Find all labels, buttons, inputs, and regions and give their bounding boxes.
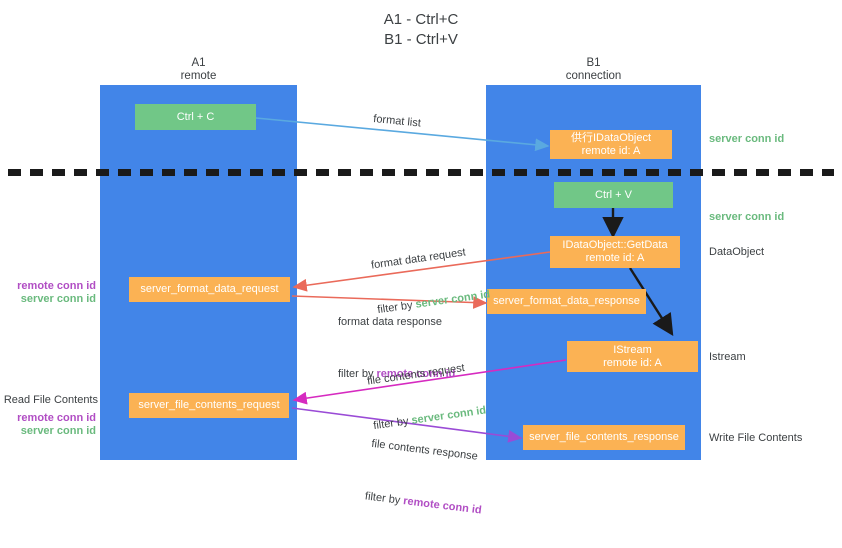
node-server-file-contents-response-label: server_file_contents_response bbox=[529, 431, 679, 443]
node-istream[interactable]: IStream remote id: A bbox=[567, 341, 698, 372]
edge-label-file-contents-request-line1: file contents request bbox=[366, 361, 466, 388]
node-getdata[interactable]: IDataObject::GetData remote id: A bbox=[550, 236, 680, 268]
node-getdata-line2: remote id: A bbox=[585, 252, 645, 264]
annotation-read-server-conn-id: server conn id bbox=[20, 425, 96, 437]
lane-a1-header: A1 remote bbox=[180, 57, 217, 82]
annotation-istream: Istream bbox=[709, 351, 746, 363]
node-server-file-contents-request-label: server_file_contents_request bbox=[138, 399, 280, 411]
annotation-server-conn-id-top: server conn id bbox=[709, 133, 785, 145]
annotation-dataobject: DataObject bbox=[709, 246, 765, 258]
annotation-read-file-contents: Read File Contents bbox=[3, 394, 98, 406]
edge-label-format-data-response-line2: filter by remote conn id bbox=[338, 368, 456, 380]
node-ctrl-c-line1: Ctrl + C bbox=[176, 110, 215, 123]
page-title: A1 - Ctrl+C B1 - Ctrl+V bbox=[383, 11, 459, 48]
node-idataobject-line1: 供行IDataObject bbox=[570, 131, 652, 144]
diagram-canvas: A1 - Ctrl+C B1 - Ctrl+V A1 remote B1 con… bbox=[3, 11, 834, 517]
trust-boundary-divider bbox=[8, 169, 834, 176]
edge-label-format-data-response: format data response filter by remote co… bbox=[338, 285, 455, 412]
node-ctrl-c[interactable]: Ctrl + C bbox=[135, 104, 256, 130]
annotation-read-remote-conn-id: remote conn id bbox=[17, 412, 96, 424]
edge-label-format-list: format list bbox=[372, 112, 422, 130]
node-ctrl-v-line1: Ctrl + V bbox=[595, 188, 632, 201]
edge-label-format-data-request-line1: format data request bbox=[370, 246, 467, 272]
node-server-file-contents-response[interactable]: server_file_contents_response bbox=[523, 425, 685, 450]
node-idataobject-line2: remote id: A bbox=[581, 144, 641, 157]
lane-b1-header: B1 connection bbox=[565, 57, 622, 82]
node-server-format-data-request[interactable]: server_format_data_request bbox=[129, 277, 290, 302]
node-idataobject[interactable]: 供行IDataObject remote id: A bbox=[550, 130, 672, 159]
node-server-format-data-request-label: server_format_data_request bbox=[140, 283, 279, 295]
edge-label-file-contents-response: file contents response filter by remote … bbox=[360, 407, 492, 548]
annotation-write-file-contents: Write File Contents bbox=[709, 432, 803, 444]
annotation-mid-remote-conn-id: remote conn id bbox=[17, 280, 96, 292]
node-ctrl-v[interactable]: Ctrl + V bbox=[554, 182, 673, 208]
edge-label-file-contents-response-line1: file contents response bbox=[370, 437, 479, 463]
node-server-format-data-response[interactable]: server_format_data_response bbox=[487, 289, 646, 314]
annotation-mid-server-conn-id: server conn id bbox=[20, 293, 96, 305]
edge-label-format-data-response-line1: format data response bbox=[338, 316, 442, 328]
node-istream-line2: remote id: A bbox=[603, 356, 662, 369]
edge-label-file-contents-response-line2: filter by remote conn id bbox=[364, 490, 483, 517]
annotation-server-conn-id-second: server conn id bbox=[709, 211, 785, 223]
node-server-file-contents-request[interactable]: server_file_contents_request bbox=[129, 393, 289, 418]
node-istream-line1: IStream bbox=[613, 343, 652, 356]
node-server-format-data-response-label: server_format_data_response bbox=[493, 295, 640, 307]
node-getdata-line1: IDataObject::GetData bbox=[562, 239, 668, 251]
